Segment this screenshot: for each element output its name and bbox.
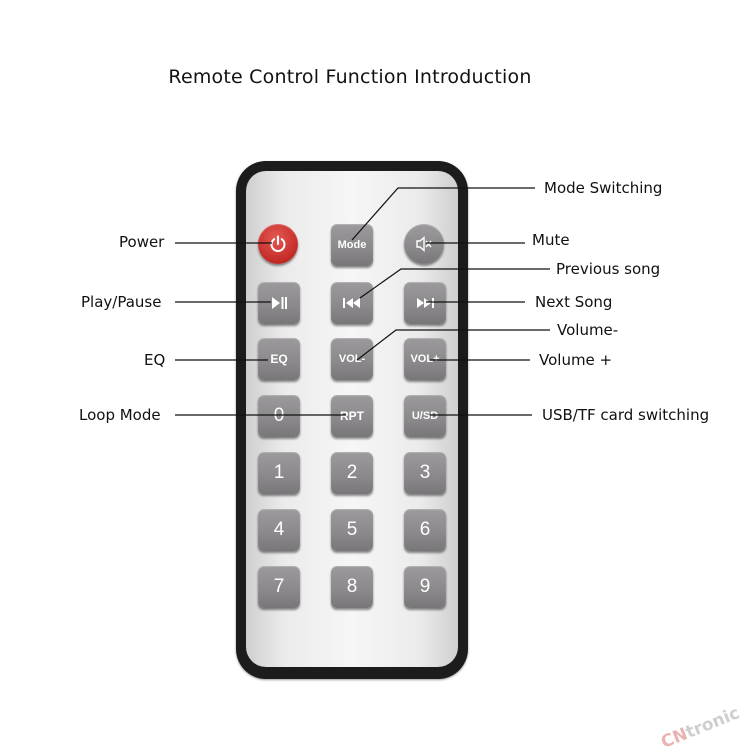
mute-icon xyxy=(416,235,432,253)
volume-down-leader xyxy=(356,329,550,361)
volume-up-button[interactable]: VOL+ xyxy=(404,338,446,380)
label-mode-switching: Mode Switching xyxy=(544,179,663,197)
digit-4-button[interactable]: 4 xyxy=(258,509,300,551)
previous-song-leader xyxy=(359,268,550,299)
next-song-button[interactable] xyxy=(404,282,446,324)
digit-2-button[interactable]: 2 xyxy=(331,452,373,494)
digit-6-button[interactable]: 6 xyxy=(404,509,446,551)
label-next-song: Next Song xyxy=(535,293,613,311)
label-eq: EQ xyxy=(144,351,166,369)
label-usb-tf: USB/TF card switching xyxy=(542,406,710,424)
digit-1-button[interactable]: 1 xyxy=(258,452,300,494)
eq-button[interactable]: EQ xyxy=(258,338,300,380)
mode-button[interactable]: Mode xyxy=(331,224,373,266)
label-power: Power xyxy=(119,233,165,251)
volume-down-button[interactable]: VOL- xyxy=(331,338,373,380)
digit-3-button[interactable]: 3 xyxy=(404,452,446,494)
mode-switching-leader xyxy=(351,187,535,241)
repeat-button[interactable]: RPT xyxy=(331,395,373,437)
digit-5-button[interactable]: 5 xyxy=(331,509,373,551)
mute-button[interactable] xyxy=(404,224,444,264)
page-title: Remote Control Function Introduction xyxy=(168,66,532,88)
label-volume-up: Volume + xyxy=(539,351,613,369)
usb-sd-button[interactable]: U/SD xyxy=(404,395,446,437)
label-previous-song: Previous song xyxy=(556,260,661,278)
label-volume-down: Volume- xyxy=(557,321,619,339)
digit-8-button[interactable]: 8 xyxy=(331,566,373,608)
next-icon xyxy=(417,298,434,308)
play-pause-icon xyxy=(272,297,287,309)
previous-icon xyxy=(343,298,360,308)
previous-song-button[interactable] xyxy=(331,282,373,324)
power-button[interactable] xyxy=(258,224,298,264)
label-play-pause: Play/Pause xyxy=(81,293,162,311)
digit-9-button[interactable]: 9 xyxy=(404,566,446,608)
play-pause-button[interactable] xyxy=(258,282,300,324)
label-loop-mode: Loop Mode xyxy=(79,406,161,424)
digit-7-button[interactable]: 7 xyxy=(258,566,300,608)
label-mute: Mute xyxy=(532,231,570,249)
